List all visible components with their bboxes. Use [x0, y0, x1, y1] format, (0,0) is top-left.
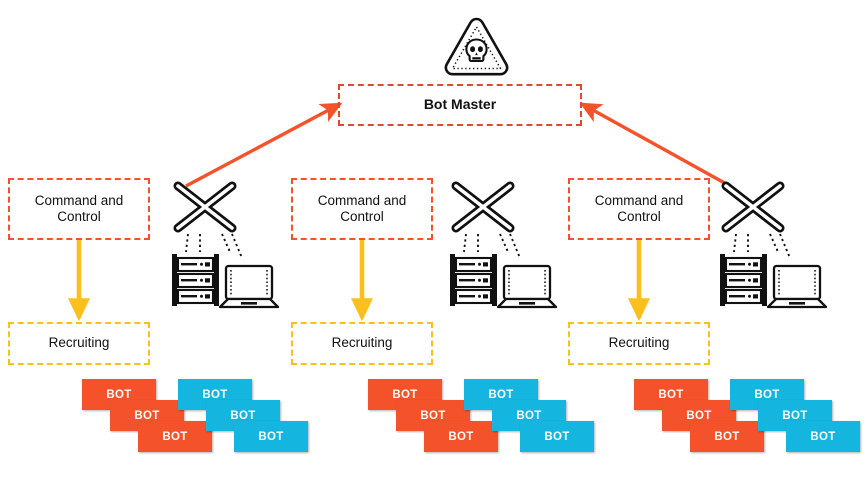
skull-warning-triangle-icon [444, 17, 509, 76]
bot-card-label: BOT [686, 409, 712, 422]
command-and-control-box[interactable]: Command and Control [8, 178, 150, 240]
network-link-lines [463, 233, 521, 259]
bot-card-label: BOT [106, 388, 132, 401]
command-and-control-label: Command and Control [318, 193, 407, 226]
bot-card-label: BOT [516, 409, 542, 422]
cc-line-2: Control [340, 209, 384, 224]
bot-card-label: BOT [544, 430, 570, 443]
cc-line-1: Command and [317, 192, 407, 208]
bot-card-label: BOT [134, 409, 160, 422]
bot-card-label: BOT [162, 430, 188, 443]
bot-card[interactable]: BOT [662, 400, 736, 431]
laptop-icon [766, 264, 828, 309]
recruiting-box[interactable]: Recruiting [291, 322, 433, 365]
laptop-icon [496, 264, 558, 309]
bot-card[interactable]: BOT [690, 421, 764, 452]
recruiting-box[interactable]: Recruiting [8, 322, 150, 365]
bot-master-box[interactable]: Bot Master [338, 84, 582, 126]
network-cluster [450, 181, 558, 309]
bot-card-label: BOT [782, 409, 808, 422]
recruiting-box[interactable]: Recruiting [568, 322, 710, 365]
bot-card-label: BOT [420, 409, 446, 422]
bot-card-label: BOT [258, 430, 284, 443]
server-rack-icon [172, 254, 219, 306]
server-rack-icon [720, 254, 767, 306]
network-cross-icon [451, 181, 515, 233]
network-link-lines [185, 233, 243, 259]
cc-line-1: Command and [594, 192, 684, 208]
recruiting-label: Recruiting [48, 335, 110, 351]
bot-card-label: BOT [754, 388, 780, 401]
bot-card-label: BOT [658, 388, 684, 401]
command-and-control-label: Command and Control [595, 193, 684, 226]
network-cross-icon [721, 181, 785, 233]
recruiting-label: Recruiting [331, 335, 393, 351]
cc-line-2: Control [617, 209, 661, 224]
laptop-icon [218, 264, 280, 309]
server-rack-icon [450, 254, 497, 306]
bot-master-label: Bot Master [423, 96, 497, 113]
arrow-to-bot-master-left [185, 102, 343, 188]
bot-card[interactable]: BOT [520, 421, 594, 452]
bot-card-label: BOT [202, 388, 228, 401]
cc-line-2: Control [57, 209, 101, 224]
bot-card-label: BOT [714, 430, 740, 443]
network-link-lines [733, 233, 791, 259]
bot-card[interactable]: BOT [138, 421, 212, 452]
recruiting-label: Recruiting [608, 335, 670, 351]
network-cluster [172, 181, 280, 309]
network-cluster [720, 181, 828, 309]
cc-line-1: Command and [34, 192, 124, 208]
command-and-control-box[interactable]: Command and Control [291, 178, 433, 240]
bot-card[interactable]: BOT [234, 421, 308, 452]
bot-card[interactable]: BOT [786, 421, 860, 452]
command-and-control-box[interactable]: Command and Control [568, 178, 710, 240]
bot-card-label: BOT [810, 430, 836, 443]
command-and-control-label: Command and Control [35, 193, 124, 226]
bot-card-label: BOT [488, 388, 514, 401]
bot-card-label: BOT [230, 409, 256, 422]
bot-card-label: BOT [448, 430, 474, 443]
network-cross-icon [173, 181, 237, 233]
bot-card-label: BOT [392, 388, 418, 401]
arrow-to-bot-master-right [579, 102, 731, 188]
bot-card[interactable]: BOT [424, 421, 498, 452]
